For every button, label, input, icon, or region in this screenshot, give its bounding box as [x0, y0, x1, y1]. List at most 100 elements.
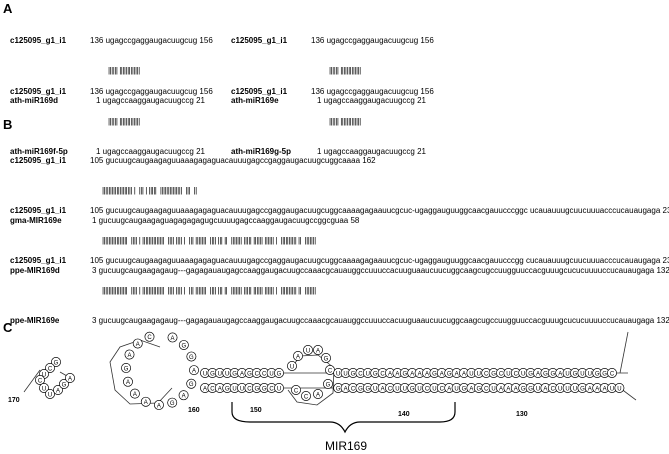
match-bars: |||||| |||||||||||||: [108, 66, 140, 75]
stem-bottom-base-39: U: [488, 383, 499, 393]
svg-text:C: C: [551, 386, 556, 392]
panel-label-b: B: [3, 117, 13, 132]
svg-text:U: U: [42, 372, 46, 378]
hairpin-base-0: G: [51, 357, 61, 367]
loop-a-base-9: A: [129, 388, 140, 399]
stem-top-base-7: C: [251, 368, 262, 378]
svg-text:C: C: [294, 388, 299, 394]
loop-b-base-1: A: [293, 351, 303, 361]
match-bars: |||||| |||||||||||||: [329, 117, 361, 126]
query-seq: 105 gucuugcaugaagaguuaaagagaguacauuugagc…: [90, 206, 669, 215]
loop-b-base-8: C: [301, 391, 311, 401]
hairpin-base-1: C: [45, 363, 55, 373]
hairpin-base-6: A: [53, 385, 63, 395]
stem-bottom-base-10: U: [274, 383, 284, 393]
query-name: c125095_g1_i1: [10, 36, 67, 45]
query-seq: 136 ugagccgaggaugacuugcug 156: [90, 36, 213, 45]
hairpin-base-8: A: [65, 373, 75, 383]
svg-text:G: G: [573, 371, 578, 377]
svg-text:C: C: [484, 386, 489, 392]
svg-text:U: U: [395, 386, 399, 392]
svg-text:G: G: [210, 371, 215, 377]
pos-150: 150: [250, 407, 262, 414]
hairpin-base-5: U: [45, 389, 55, 399]
stem-bottom-base-43: G: [518, 383, 529, 393]
stem-top-base-10: G: [274, 368, 284, 378]
stem-top-base-55: C: [607, 368, 617, 378]
query-name: c125095_g1_i1: [10, 87, 67, 96]
svg-text:A: A: [182, 394, 186, 400]
query-seq: 136 ugagccgaggaugacuugcug 156: [311, 36, 434, 45]
backbone-small-loop: [287, 354, 335, 406]
svg-text:U: U: [225, 371, 229, 377]
svg-text:U: U: [240, 386, 244, 392]
svg-text:U: U: [343, 371, 347, 377]
svg-text:U: U: [573, 386, 577, 392]
stem-top-base-36: U: [466, 368, 477, 378]
svg-text:A: A: [192, 369, 196, 375]
svg-text:U: U: [469, 371, 473, 377]
target-seq: 3 gucuugcaugaagagaug---gagagauaugagccaag…: [92, 316, 669, 325]
target-seq: 1 ugagccaaggaugacuugccg 21: [317, 96, 426, 105]
loop-a-base-1: G: [178, 340, 189, 350]
mir169-label: MIR169: [325, 439, 367, 453]
svg-text:A: A: [588, 386, 592, 392]
svg-text:C: C: [440, 386, 445, 392]
svg-text:A: A: [558, 371, 562, 377]
svg-text:G: G: [602, 371, 607, 377]
svg-text:G: G: [262, 386, 267, 392]
svg-text:A: A: [543, 386, 547, 392]
svg-text:A: A: [144, 400, 148, 406]
svg-text:A: A: [514, 386, 518, 392]
svg-text:G: G: [254, 386, 259, 392]
alignment-a1: c125095_g1_i1 136 ugagccgaggaugacuugcug 1…: [10, 16, 213, 126]
svg-text:G: G: [336, 386, 341, 392]
svg-text:A: A: [499, 386, 503, 392]
loop-a-base-4: G: [186, 378, 197, 389]
query-name: c125095_g1_i1: [10, 156, 67, 165]
svg-text:C: C: [328, 368, 333, 374]
svg-text:G: G: [543, 371, 548, 377]
stem-top-base-9: U: [266, 368, 277, 378]
stem-top-base-41: U: [503, 368, 514, 378]
match-bars: ||||||||||||||||||| | ||| | ||||| ||||||…: [102, 186, 197, 195]
svg-text:A: A: [595, 386, 599, 392]
svg-text:A: A: [603, 386, 607, 392]
stem-top-base-18: U: [333, 368, 344, 378]
svg-text:U: U: [306, 348, 310, 354]
svg-text:C: C: [380, 371, 385, 377]
stem-bottom-base-42: A: [510, 383, 521, 393]
loop-a-base-11: G: [121, 363, 132, 373]
loop-a-base-12: A: [124, 349, 135, 360]
svg-text:G: G: [189, 355, 194, 361]
svg-text:C: C: [425, 386, 430, 392]
svg-text:G: G: [225, 386, 230, 392]
target-seq: 3 gucuugcaugaagagaug---gagagauaugagccaag…: [92, 266, 669, 275]
target-name: gma-MIR169e: [10, 216, 62, 225]
stem-top-base-5: A: [237, 368, 247, 378]
svg-text:A: A: [388, 371, 392, 377]
svg-text:U: U: [610, 386, 614, 392]
svg-text:G: G: [550, 371, 555, 377]
pos-140: 140: [398, 411, 410, 418]
svg-text:A: A: [56, 388, 60, 394]
query-name: c125095_g1_i1: [10, 206, 67, 215]
svg-text:G: G: [365, 386, 370, 392]
hairpin-base-7: G: [59, 379, 69, 389]
svg-text:U: U: [203, 371, 207, 377]
svg-text:G: G: [476, 386, 481, 392]
alignment-b2: c125095_g1_i1 105 gucuugcaugaagaguuaaagag…: [10, 186, 669, 296]
svg-text:G: G: [351, 371, 356, 377]
match-bars: |||||||||||||||| |||| | |||||||||||||| |…: [102, 236, 316, 245]
target-seq: 1 ugagccaaggaugacuugccg 21: [317, 147, 426, 156]
target-name: ppe-MIR169e: [10, 316, 60, 325]
svg-text:G: G: [170, 401, 175, 407]
svg-text:G: G: [62, 382, 67, 388]
panel-label-c: C: [3, 320, 13, 335]
svg-text:C: C: [38, 378, 43, 384]
target-name: ath-miR169d: [10, 96, 59, 105]
svg-text:A: A: [469, 386, 473, 392]
target-name: ath-miR169g-5p: [231, 147, 292, 156]
